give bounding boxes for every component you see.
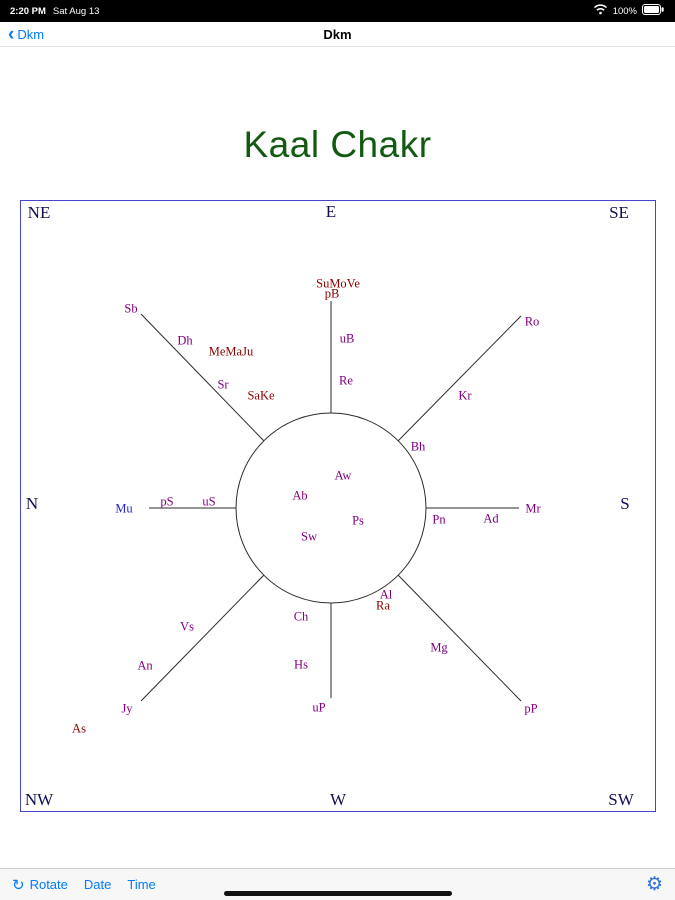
planet-label: Mu — [115, 501, 133, 516]
planet-label: Bh — [410, 439, 426, 454]
back-button[interactable]: ‹ Dkm — [8, 22, 44, 47]
rotate-button[interactable]: ↻ Rotate — [12, 876, 68, 894]
settings-icon[interactable]: ⚙ — [645, 874, 663, 895]
planet-label: SuMoVe — [316, 276, 360, 291]
planet-label: uP — [312, 700, 326, 715]
planet-label: pS — [160, 494, 174, 509]
planet-label: Kr — [458, 388, 472, 403]
planet-label: pB — [324, 286, 340, 301]
planet-label: Ps — [352, 513, 364, 528]
planet-label: Jy — [121, 701, 133, 716]
planet-label: Vs — [180, 619, 194, 634]
status-bar: 2:20 PM Sat Aug 13 100% — [0, 0, 675, 22]
direction-label: NW — [24, 790, 54, 809]
spoke-down-left — [140, 574, 265, 702]
direction-label: SW — [608, 790, 634, 809]
planet-label: Re — [339, 373, 353, 388]
planet-label: Mr — [525, 501, 541, 516]
planet-label: uB — [339, 331, 355, 346]
planet-label: Dh — [177, 333, 193, 348]
page-title: Kaal Chakr — [243, 124, 432, 165]
planet-label: Mg — [430, 640, 448, 655]
date-button[interactable]: Date — [84, 877, 111, 892]
planet-label: Sw — [301, 529, 317, 544]
planet-label: Ra — [376, 598, 390, 613]
planet-label: Hs — [294, 657, 308, 672]
back-button-label: Dkm — [17, 27, 45, 42]
wifi-icon — [593, 4, 608, 18]
rotate-button-label: Rotate — [29, 877, 68, 892]
center-circle — [235, 412, 427, 604]
planet-label: Sb — [124, 301, 138, 316]
spoke-up-left — [140, 313, 265, 442]
direction-label: N — [25, 494, 39, 513]
status-left: 2:20 PM Sat Aug 13 — [10, 6, 99, 17]
time-button-label: Time — [127, 877, 156, 892]
time-button[interactable]: Time — [127, 877, 155, 892]
date-button-label: Date — [83, 877, 112, 892]
rotate-icon: ↻ — [12, 876, 25, 894]
planet-label: Ad — [483, 511, 499, 526]
spoke-down-right — [397, 574, 522, 702]
battery-icon — [642, 4, 665, 18]
planet-label: An — [137, 658, 153, 673]
direction-label: E — [325, 202, 337, 221]
planet-label: Al — [379, 587, 393, 602]
planet-label: pP — [524, 701, 538, 716]
spoke-up-right — [397, 315, 522, 442]
planet-label: Aw — [334, 468, 352, 483]
planet-label: MeMaJu — [208, 344, 254, 359]
battery-percent: 100% — [612, 5, 637, 17]
planet-label: Ro — [524, 314, 540, 329]
direction-label: S — [620, 494, 630, 513]
planet-label: uS — [202, 494, 216, 509]
nav-bar: ‹ Dkm Dkm — [0, 22, 675, 47]
planet-label: Sr — [217, 377, 229, 392]
planet-label: Ch — [293, 609, 309, 624]
direction-label: W — [329, 790, 347, 809]
planet-label: Ab — [292, 488, 308, 503]
chakra-geometry — [140, 301, 522, 702]
planet-label: Pn — [432, 512, 446, 527]
direction-label: NE — [27, 203, 51, 222]
planet-label: SaKe — [247, 388, 275, 403]
home-indicator[interactable] — [223, 891, 452, 896]
nav-title: Dkm — [323, 26, 352, 42]
status-date: Sat Aug 13 — [52, 5, 100, 17]
back-chevron-icon: ‹ — [8, 23, 15, 45]
planet-label: As — [72, 721, 86, 736]
direction-label: SE — [609, 203, 629, 222]
status-time: 2:20 PM — [10, 5, 46, 17]
status-right: 100% — [593, 4, 665, 18]
